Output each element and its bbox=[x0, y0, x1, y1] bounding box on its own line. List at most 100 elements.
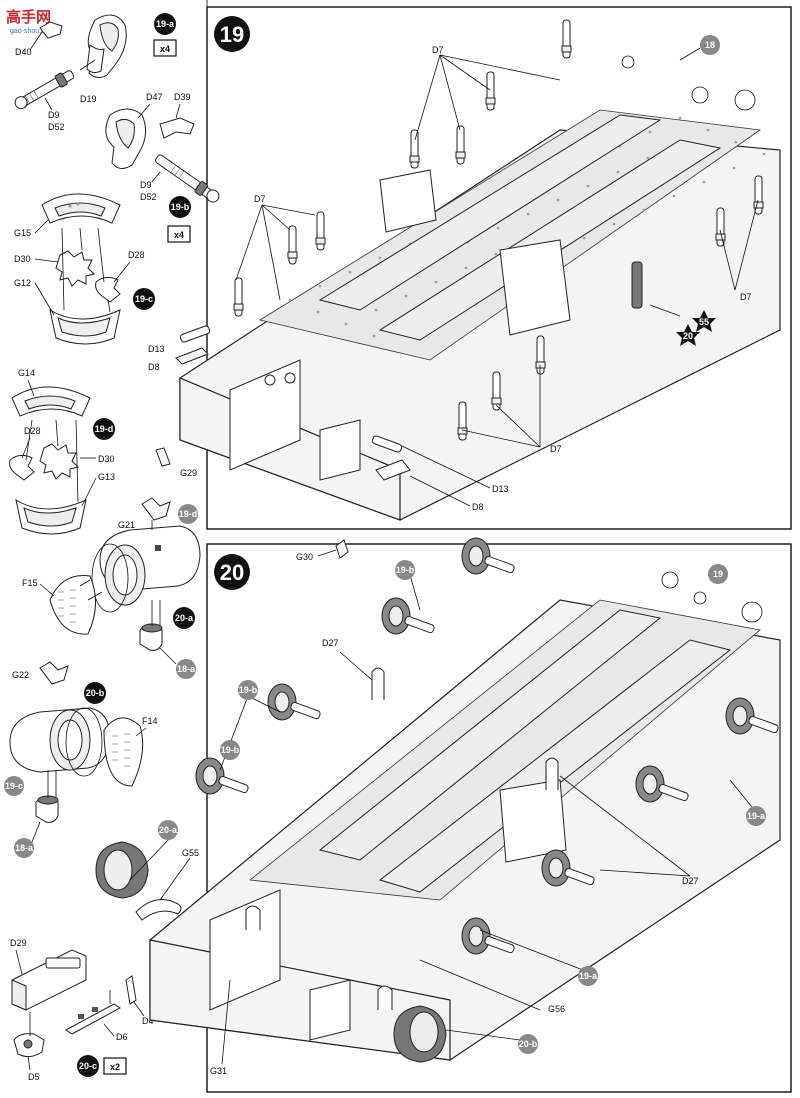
step-19-frame bbox=[206, 6, 792, 530]
svg-text:19-a: 19-a bbox=[747, 811, 766, 821]
sub-assembly-20a: G21 F15 19-d 20-a 18-a bbox=[22, 497, 201, 679]
svg-text:D52: D52 bbox=[48, 122, 65, 132]
svg-text:D13: D13 bbox=[148, 344, 165, 354]
svg-text:19-d: 19-d bbox=[179, 509, 198, 519]
sub-assembly-20c: D29 D4 D6 D5 20-c x2 bbox=[10, 938, 154, 1082]
svg-text:D29: D29 bbox=[10, 938, 27, 948]
svg-text:F15: F15 bbox=[22, 578, 38, 588]
ring-19b-1: 19-b bbox=[395, 560, 415, 580]
svg-text:D40: D40 bbox=[15, 47, 32, 57]
svg-text:D39: D39 bbox=[174, 92, 191, 102]
badge-20a: 20-a bbox=[173, 607, 195, 629]
svg-text:D7: D7 bbox=[740, 292, 752, 302]
ring-19c: 19-c bbox=[4, 776, 24, 796]
ring-19d: 19-d bbox=[178, 504, 198, 524]
svg-text:G15: G15 bbox=[14, 228, 31, 238]
svg-text:D9: D9 bbox=[48, 110, 60, 120]
svg-text:55: 55 bbox=[699, 317, 709, 327]
step-19-number: 19 bbox=[214, 16, 250, 52]
sub-assembly-19d: G14 D28 D30 G13 19-d bbox=[9, 368, 115, 535]
svg-text:x4: x4 bbox=[160, 44, 170, 54]
svg-text:D7: D7 bbox=[550, 444, 562, 454]
ring-18a-top: 18-a bbox=[176, 659, 196, 679]
ring-19b-2: 19-b bbox=[238, 680, 258, 700]
svg-text:D7: D7 bbox=[254, 194, 266, 204]
svg-text:18: 18 bbox=[705, 40, 715, 50]
svg-text:D27: D27 bbox=[682, 876, 699, 886]
svg-text:D28: D28 bbox=[128, 250, 145, 260]
svg-text:19-b: 19-b bbox=[396, 565, 415, 575]
badge-20c: 20-c bbox=[77, 1055, 99, 1077]
sub-assembly-20b: G22 F14 20-b 19-c 18-a bbox=[4, 661, 158, 858]
step-20-number: 20 bbox=[214, 554, 250, 590]
badge-19d: 19-d bbox=[93, 418, 115, 440]
svg-text:G22: G22 bbox=[12, 670, 29, 680]
svg-text:D47: D47 bbox=[146, 92, 163, 102]
svg-text:D30: D30 bbox=[14, 254, 31, 264]
badge-x2: x2 bbox=[103, 1057, 127, 1075]
svg-text:D8: D8 bbox=[148, 362, 160, 372]
watermark-text: 高手网 bbox=[6, 8, 51, 26]
svg-text:D5: D5 bbox=[28, 1072, 40, 1082]
svg-text:x2: x2 bbox=[110, 1062, 120, 1072]
svg-text:D9: D9 bbox=[140, 180, 152, 190]
ring-19-in-step20: 19 bbox=[708, 564, 728, 584]
svg-text:19: 19 bbox=[220, 22, 244, 47]
watermark-url: gao-shou.com bbox=[10, 28, 55, 35]
badge-19a: 19-a bbox=[154, 13, 176, 35]
svg-text:19-b: 19-b bbox=[221, 745, 240, 755]
svg-text:19-a: 19-a bbox=[156, 19, 175, 29]
sub-assembly-19a: D40 D19 D9 D52 19-a x4 bbox=[14, 13, 177, 132]
svg-text:G12: G12 bbox=[14, 278, 31, 288]
svg-text:19-c: 19-c bbox=[5, 781, 23, 791]
svg-text:20: 20 bbox=[220, 560, 244, 585]
sub-assembly-19b: D47 D39 D9 D52 19-b x4 bbox=[105, 92, 220, 243]
svg-text:18-a: 18-a bbox=[15, 843, 34, 853]
sub-assembly-19c: G15 D30 D28 G12 19-c bbox=[14, 193, 155, 345]
svg-text:D8: D8 bbox=[472, 502, 484, 512]
svg-text:x4: x4 bbox=[174, 230, 184, 240]
svg-text:G56: G56 bbox=[548, 1004, 565, 1014]
svg-text:D30: D30 bbox=[98, 454, 115, 464]
svg-text:19-a: 19-a bbox=[579, 971, 598, 981]
svg-text:D28: D28 bbox=[24, 426, 41, 436]
svg-text:19-b: 19-b bbox=[239, 685, 258, 695]
drives-20 bbox=[195, 537, 779, 955]
ring-18a-bottom: 18-a bbox=[14, 838, 34, 858]
star-20: 20 bbox=[676, 324, 700, 346]
svg-text:D13: D13 bbox=[492, 484, 509, 494]
svg-text:D27: D27 bbox=[322, 638, 339, 648]
ring-18: 18 bbox=[700, 35, 720, 55]
badge-x4-top: x4 bbox=[153, 39, 177, 57]
svg-text:G14: G14 bbox=[18, 368, 35, 378]
badge-19c: 19-c bbox=[133, 288, 155, 310]
svg-text:D4: D4 bbox=[142, 1016, 154, 1026]
svg-text:D6: D6 bbox=[116, 1032, 128, 1042]
badge-19b: 19-b bbox=[169, 196, 191, 218]
svg-text:19: 19 bbox=[713, 569, 723, 579]
watermark: 高手网 gao-shou.com bbox=[6, 8, 55, 35]
svg-text:G21: G21 bbox=[118, 520, 135, 530]
svg-text:19-c: 19-c bbox=[135, 294, 153, 304]
svg-text:20-b: 20-b bbox=[86, 688, 105, 698]
badge-x4-bottom: x4 bbox=[167, 225, 191, 243]
svg-text:D19: D19 bbox=[80, 94, 97, 104]
ring-19b-3: 19-b bbox=[220, 740, 240, 760]
svg-text:20-c: 20-c bbox=[79, 1061, 97, 1071]
svg-text:D52: D52 bbox=[140, 192, 157, 202]
step-20-hull: D27 D27 G55 G56 G31 19 19-b 19-b 19-b 19… bbox=[95, 537, 781, 1076]
ring-20a: 20-a bbox=[158, 820, 178, 840]
svg-text:18-a: 18-a bbox=[177, 664, 196, 674]
svg-text:G29: G29 bbox=[180, 468, 197, 478]
svg-text:20-b: 20-b bbox=[519, 1039, 538, 1049]
badge-20b: 20-b bbox=[84, 682, 106, 704]
ring-20b: 20-b bbox=[518, 1034, 538, 1054]
svg-text:G13: G13 bbox=[98, 472, 115, 482]
svg-text:20-a: 20-a bbox=[175, 613, 194, 623]
step-20-frame bbox=[206, 543, 792, 1093]
svg-text:G55: G55 bbox=[182, 848, 199, 858]
svg-text:D7: D7 bbox=[432, 45, 444, 55]
svg-text:20-a: 20-a bbox=[159, 825, 178, 835]
